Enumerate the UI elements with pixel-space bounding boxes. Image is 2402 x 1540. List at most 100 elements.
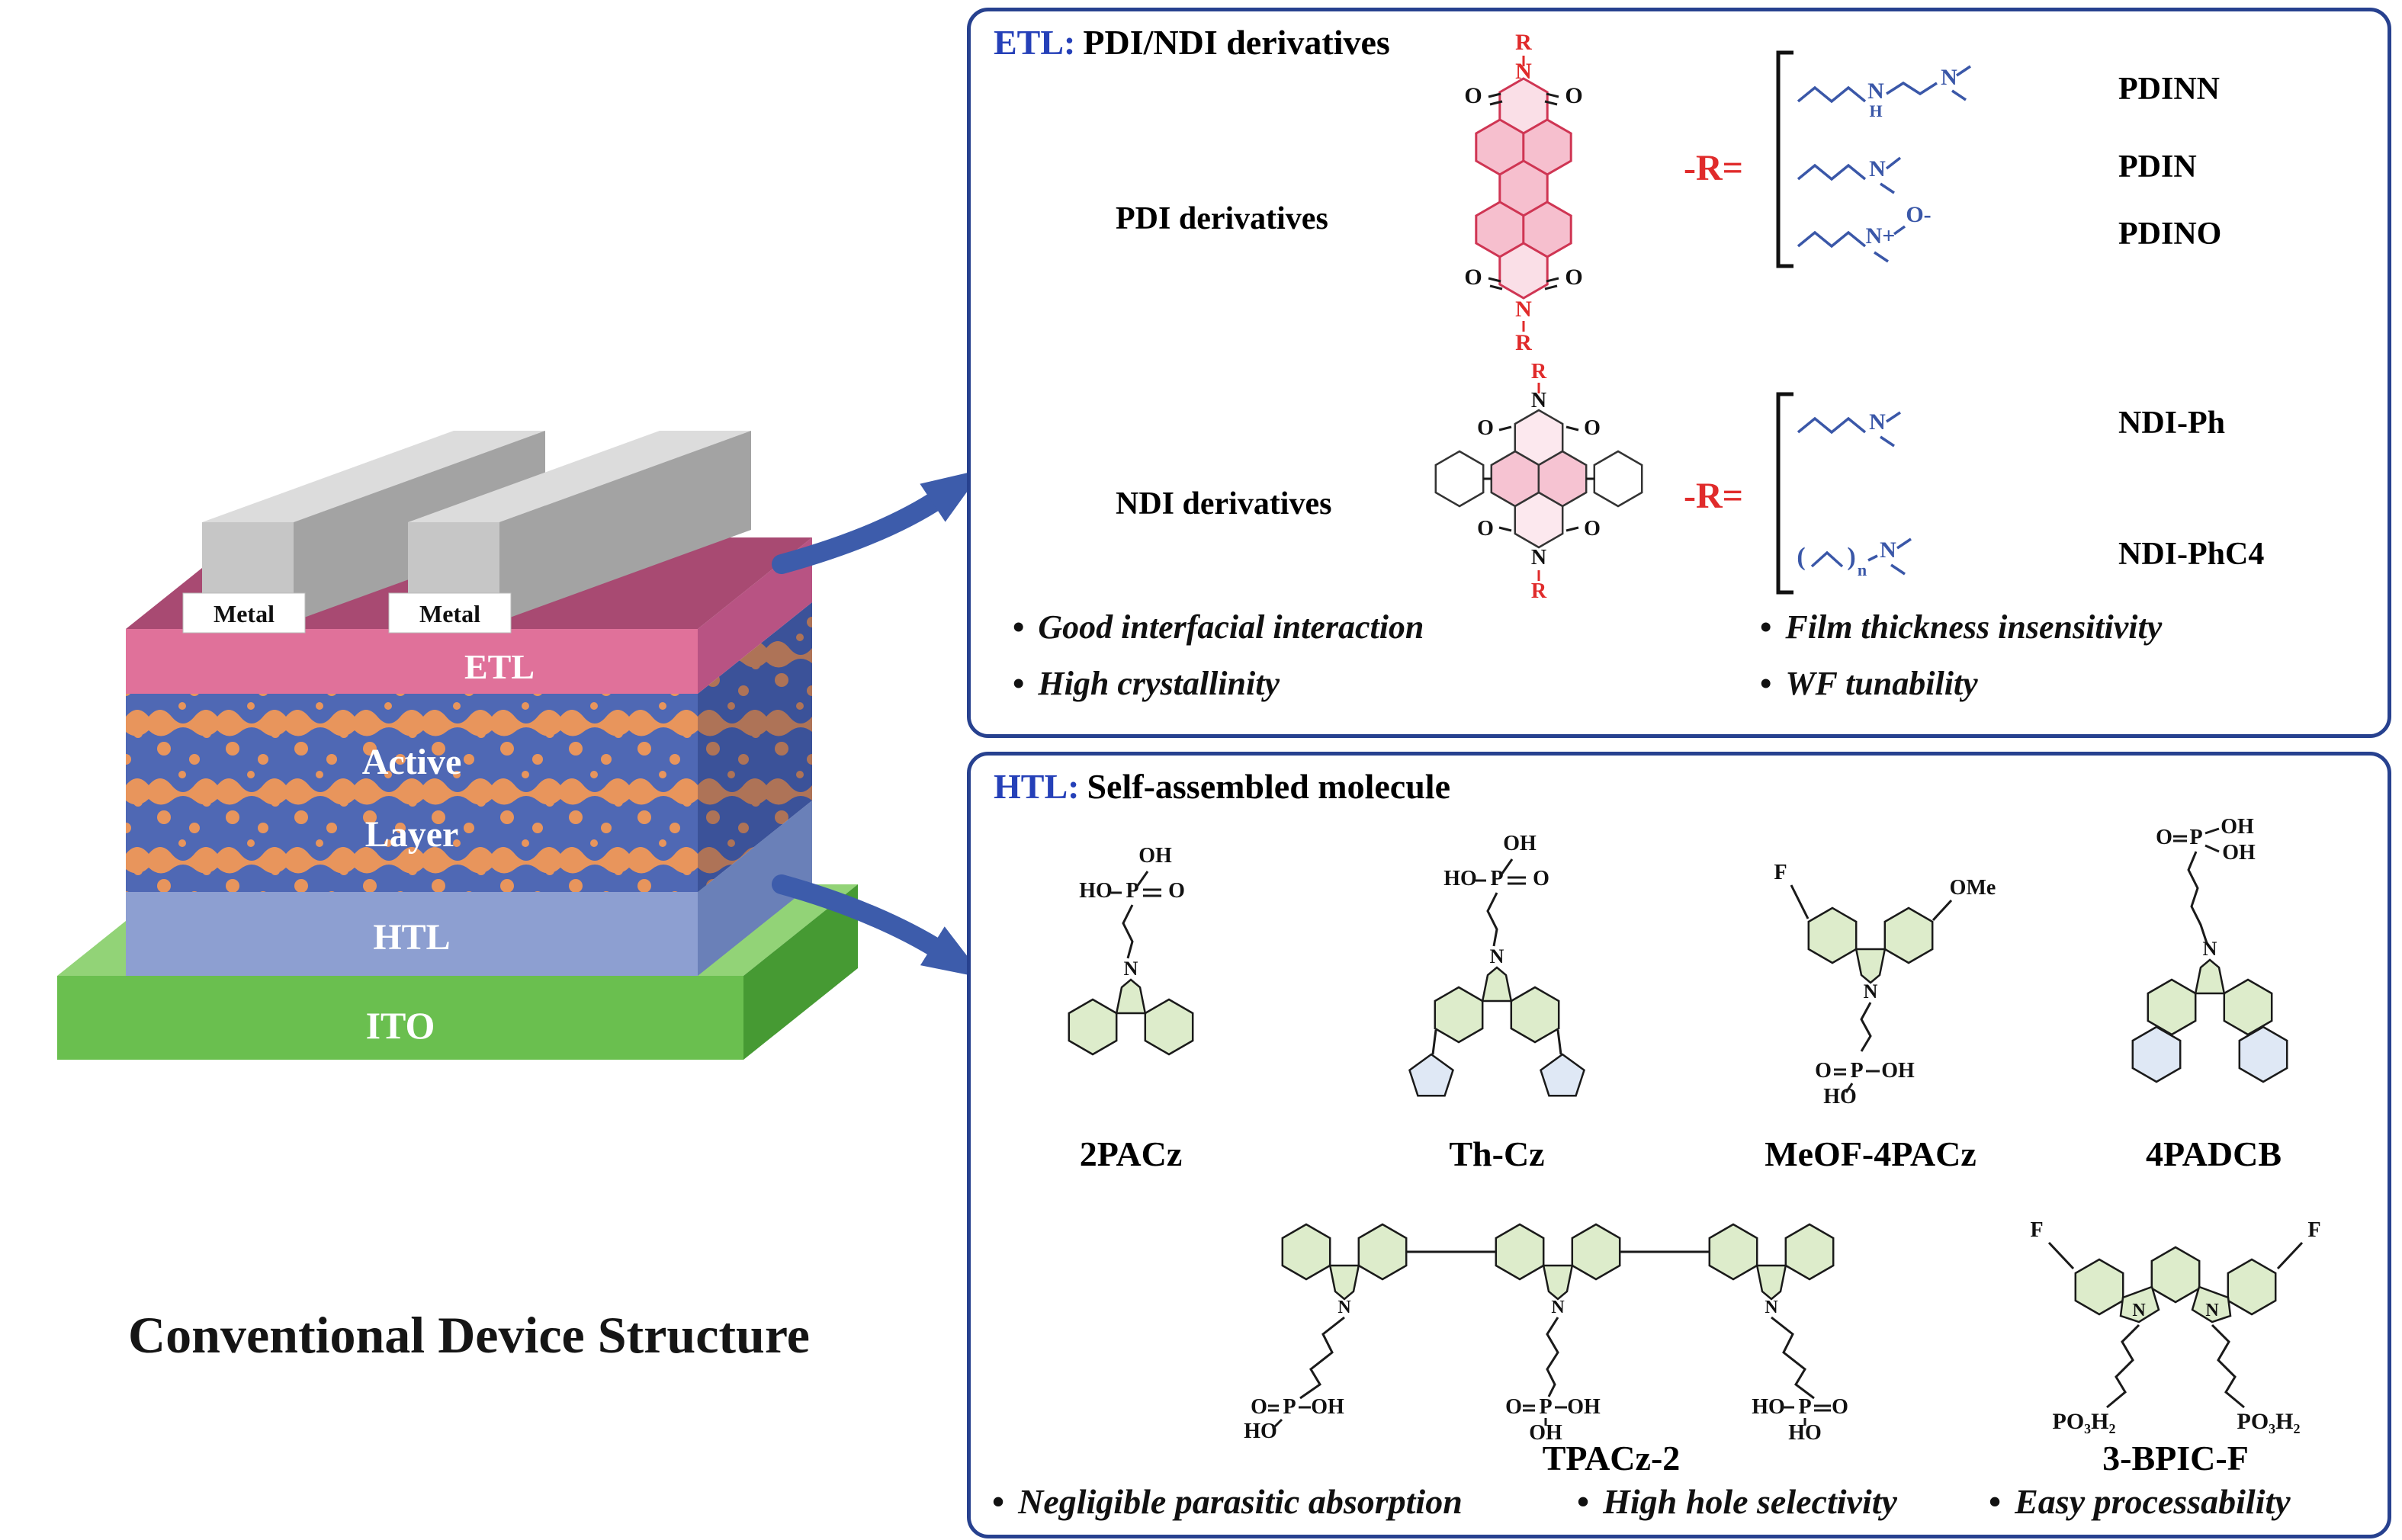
molecule-name-th-cz: Th-Cz xyxy=(1449,1134,1545,1173)
svg-text:P: P xyxy=(1798,1395,1811,1419)
svg-text:N: N xyxy=(1765,1298,1778,1317)
etl-panel: ETL:PDI/NDI derivatives PDI derivatives … xyxy=(967,8,2391,738)
svg-text:P: P xyxy=(1850,1059,1863,1083)
svg-text:N: N xyxy=(2132,1301,2146,1320)
pdi-r-group-chains: N H N N N+ O- xyxy=(1776,50,1971,268)
r-group-label: R xyxy=(1515,33,1532,55)
active-label-line1: Active xyxy=(362,742,462,782)
svg-text:N: N xyxy=(1869,409,1886,435)
svg-text:P: P xyxy=(1539,1395,1552,1419)
metal-label-1: Metal xyxy=(182,592,306,634)
svg-text:HO: HO xyxy=(1244,1420,1277,1443)
svg-text:P: P xyxy=(2189,826,2202,849)
svg-text:OH: OH xyxy=(1138,844,1172,868)
svg-text:N: N xyxy=(2203,938,2217,960)
svg-text:N: N xyxy=(1124,958,1138,980)
svg-text:N: N xyxy=(1864,980,1878,1003)
svg-text:HO: HO xyxy=(1823,1085,1857,1108)
pdi-r-equals: -R= xyxy=(1684,148,1743,188)
svg-text:N+: N+ xyxy=(1866,223,1896,249)
svg-text:O: O xyxy=(1168,879,1185,903)
pdin-name: PDIN xyxy=(2118,149,2197,184)
molecule-name-4padcb: 4PADCB xyxy=(2145,1134,2282,1173)
htl-label: HTL xyxy=(373,917,450,958)
ndi-ph-name: NDI-Ph xyxy=(2118,406,2226,441)
svg-text:OH: OH xyxy=(2221,815,2254,839)
molecule-tpacz-2: N N N O P OH HO O P OH OH HO P xyxy=(1244,1179,1848,1445)
molecule-name-2pacz: 2PACz xyxy=(1079,1134,1183,1173)
pdi-derivatives-label: PDI derivatives xyxy=(1116,201,1328,236)
molecule-name-3-bpic-f: 3-BPIC-F xyxy=(2102,1439,2249,1477)
etl-bullet-4: •WF tunability xyxy=(1760,665,1978,702)
svg-text:OH: OH xyxy=(2222,841,2256,865)
svg-text:N: N xyxy=(1941,65,1957,90)
ndi-structure: R N O O O O N R xyxy=(1434,360,1643,603)
pdinn-name: PDINN xyxy=(2118,72,2220,107)
svg-text:OMe: OMe xyxy=(1950,876,1996,900)
molecule-th-cz: OH HO P O N xyxy=(1408,832,1585,1097)
svg-text:O: O xyxy=(1815,1059,1832,1083)
oxygen-label: O xyxy=(1464,83,1482,108)
svg-text:OH: OH xyxy=(1881,1059,1915,1083)
pdino-chain: N+ O- xyxy=(1797,202,1932,263)
svg-text:F: F xyxy=(2030,1218,2043,1242)
oxygen-label: O xyxy=(1565,83,1582,108)
svg-text:O: O xyxy=(1533,867,1549,890)
svg-text:N: N xyxy=(1490,945,1504,967)
nitrogen-label: N xyxy=(1515,59,1532,84)
etl-label: ETL xyxy=(464,647,535,686)
svg-text:): ) xyxy=(1847,543,1855,571)
svg-text:N: N xyxy=(1869,156,1886,181)
ndi-phc4-name: NDI-PhC4 xyxy=(2118,537,2265,572)
etl-bullet-2: •High crystallinity xyxy=(1013,665,1280,702)
svg-text:P: P xyxy=(1283,1395,1296,1419)
molecule-3-bpic-f: F F N N PO₃H₂ PO₃H₂ xyxy=(2030,1218,2320,1434)
svg-text:HO: HO xyxy=(1752,1395,1785,1419)
metal-label-2: Metal xyxy=(388,592,512,634)
oxygen-label: O xyxy=(1565,265,1582,290)
svg-text:O: O xyxy=(1477,517,1494,541)
svg-text:O: O xyxy=(1505,1395,1522,1419)
svg-text:Metal: Metal xyxy=(419,600,480,627)
svg-text:O: O xyxy=(1584,416,1601,440)
svg-text:N: N xyxy=(1337,1298,1351,1317)
molecule-name-tpacz-2: TPACz-2 xyxy=(1542,1439,1681,1477)
svg-text:N: N xyxy=(1531,389,1546,412)
svg-text:N: N xyxy=(1867,79,1884,104)
svg-text:HO: HO xyxy=(1079,879,1113,903)
ito-label: ITO xyxy=(366,1004,435,1047)
htl-bullet-3: •Easy processability xyxy=(1989,1482,2291,1521)
ndi-ph-chain: N xyxy=(1797,409,1901,448)
pdino-name: PDINO xyxy=(2118,217,2222,252)
arrow-to-etl-panel xyxy=(772,469,984,574)
pdin-chain: N xyxy=(1797,156,1902,194)
molecule-name-meof-4pacz: MeOF-4PACz xyxy=(1765,1134,1977,1173)
pdi-structure: R N O O O O N R xyxy=(1464,33,1582,355)
svg-text:PO₃H₂: PO₃H₂ xyxy=(2053,1409,2116,1434)
svg-text:N: N xyxy=(1531,546,1546,569)
pdinn-chain: N H N xyxy=(1797,65,1971,120)
svg-text:OH: OH xyxy=(1503,832,1537,855)
svg-text:N: N xyxy=(1880,537,1896,563)
svg-text:HO: HO xyxy=(1443,867,1477,890)
active-label-line2: Layer xyxy=(365,814,459,855)
ndi-r-equals: -R= xyxy=(1684,476,1743,516)
svg-text:Metal: Metal xyxy=(214,600,275,627)
svg-text:F: F xyxy=(2307,1218,2320,1242)
htl-panel-heading: Self-assembled molecule xyxy=(1087,767,1450,806)
htl-layer: HTL xyxy=(126,800,812,976)
svg-text:O: O xyxy=(1584,517,1601,541)
htl-panel-header: HTL:Self-assembled molecule xyxy=(994,766,1450,807)
nitrogen-label: N xyxy=(1515,297,1532,322)
etl-panel-tag: ETL: xyxy=(994,23,1076,62)
arrow-to-htl-panel xyxy=(772,874,984,979)
ndi-phc4-chain: ( ) n N xyxy=(1797,537,1912,579)
svg-text:OH: OH xyxy=(1567,1395,1601,1419)
etl-bullet-1: •Good interfacial interaction xyxy=(1013,608,1424,646)
svg-text:O-: O- xyxy=(1906,202,1931,227)
svg-text:P: P xyxy=(1126,879,1138,903)
svg-text:P: P xyxy=(1490,867,1503,890)
ndi-derivatives-label: NDI derivatives xyxy=(1116,486,1332,521)
htl-panel: HTL:Self-assembled molecule OH HO P O N … xyxy=(967,752,2391,1538)
